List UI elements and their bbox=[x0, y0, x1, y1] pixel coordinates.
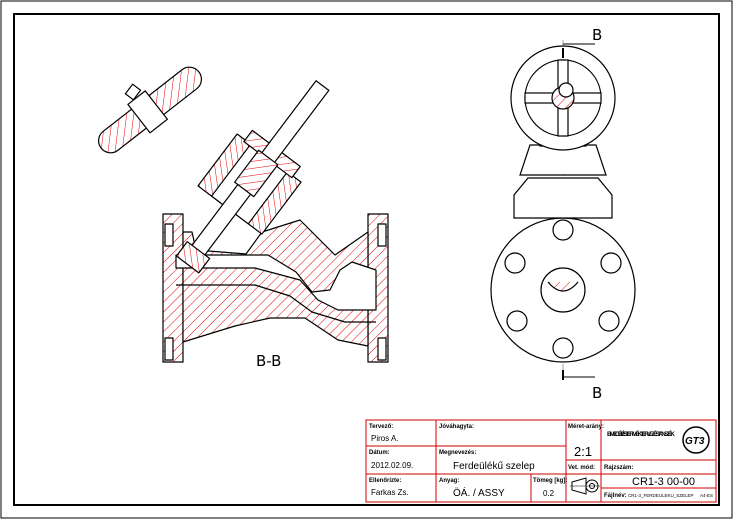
side-body bbox=[513, 177, 613, 219]
stem-nut bbox=[124, 83, 142, 101]
mass-value: 0.2 bbox=[543, 489, 555, 498]
name-value: Ferdeülékű szelep bbox=[453, 461, 535, 472]
mass-label: Tömeg [kg]: bbox=[533, 478, 567, 484]
stem-thread bbox=[234, 149, 279, 198]
checked-label: Ellenőrizte: bbox=[369, 478, 401, 484]
side-hub-nut bbox=[558, 82, 574, 98]
title-block bbox=[365, 419, 717, 503]
institution: BME GÉP. ÉS TERMÉKTERVEZÉS TANSZÉK bbox=[607, 429, 675, 438]
section-view-title: B-B bbox=[256, 352, 281, 370]
section-label-bottom: B bbox=[592, 384, 602, 402]
section-cut-marks bbox=[562, 43, 595, 380]
logo-text: GT3 bbox=[685, 436, 705, 447]
material-label: Anyag: bbox=[439, 478, 459, 484]
side-view bbox=[490, 40, 636, 380]
passage-lower bbox=[176, 284, 376, 323]
flange-bolt-3 bbox=[600, 252, 622, 274]
drawn-by-label: Tervező: bbox=[369, 424, 393, 430]
file-value: CR1-3_FERDEULEKU_SZELEP bbox=[628, 493, 694, 498]
date-label: Dátum: bbox=[369, 450, 390, 456]
section-view bbox=[97, 66, 389, 363]
drawn-by-value: Piros A. bbox=[371, 434, 399, 443]
right-flange-hole-bottom bbox=[377, 337, 387, 361]
scale-value: 2:1 bbox=[574, 444, 592, 459]
flange-bolt-6 bbox=[552, 337, 574, 359]
left-flange-hole-bottom bbox=[164, 337, 174, 361]
approval-label: Jóváhagyta: bbox=[439, 424, 474, 430]
valve-disc bbox=[175, 241, 211, 274]
left-flange-hole-top bbox=[164, 223, 174, 247]
date-value: 2012.02.09. bbox=[371, 461, 413, 470]
disc-visible bbox=[547, 281, 579, 292]
drawing-no-value: CR1-3 00-00 bbox=[632, 476, 695, 488]
scale-label: Méret-arány: bbox=[568, 424, 604, 430]
wheel-hub bbox=[127, 90, 168, 134]
flange-bolt-4 bbox=[506, 310, 528, 332]
flow-passage bbox=[175, 254, 377, 311]
drawing-no-label: Rajzszám: bbox=[604, 465, 633, 471]
flange-bolt-5 bbox=[598, 310, 620, 332]
flange-bolt-1 bbox=[552, 219, 574, 241]
inner-frame bbox=[13, 13, 720, 506]
projection-symbol-icon bbox=[570, 477, 600, 495]
flange-bolt-2 bbox=[504, 252, 526, 274]
projection-label: Vet. mód: bbox=[568, 465, 595, 471]
name-label: Megnevezés: bbox=[439, 450, 476, 456]
sheet-size: A4-ES bbox=[700, 493, 713, 498]
left-flange bbox=[162, 213, 184, 363]
right-flange-hole-top bbox=[377, 223, 387, 247]
material-value: ÖÁ. / ASSY bbox=[453, 486, 505, 499]
file-label: Fájlnév: bbox=[604, 493, 627, 499]
logo-icon: GT3 bbox=[682, 426, 710, 454]
checked-value: Farkas Zs. bbox=[371, 488, 409, 497]
section-label-top: B bbox=[592, 26, 602, 44]
